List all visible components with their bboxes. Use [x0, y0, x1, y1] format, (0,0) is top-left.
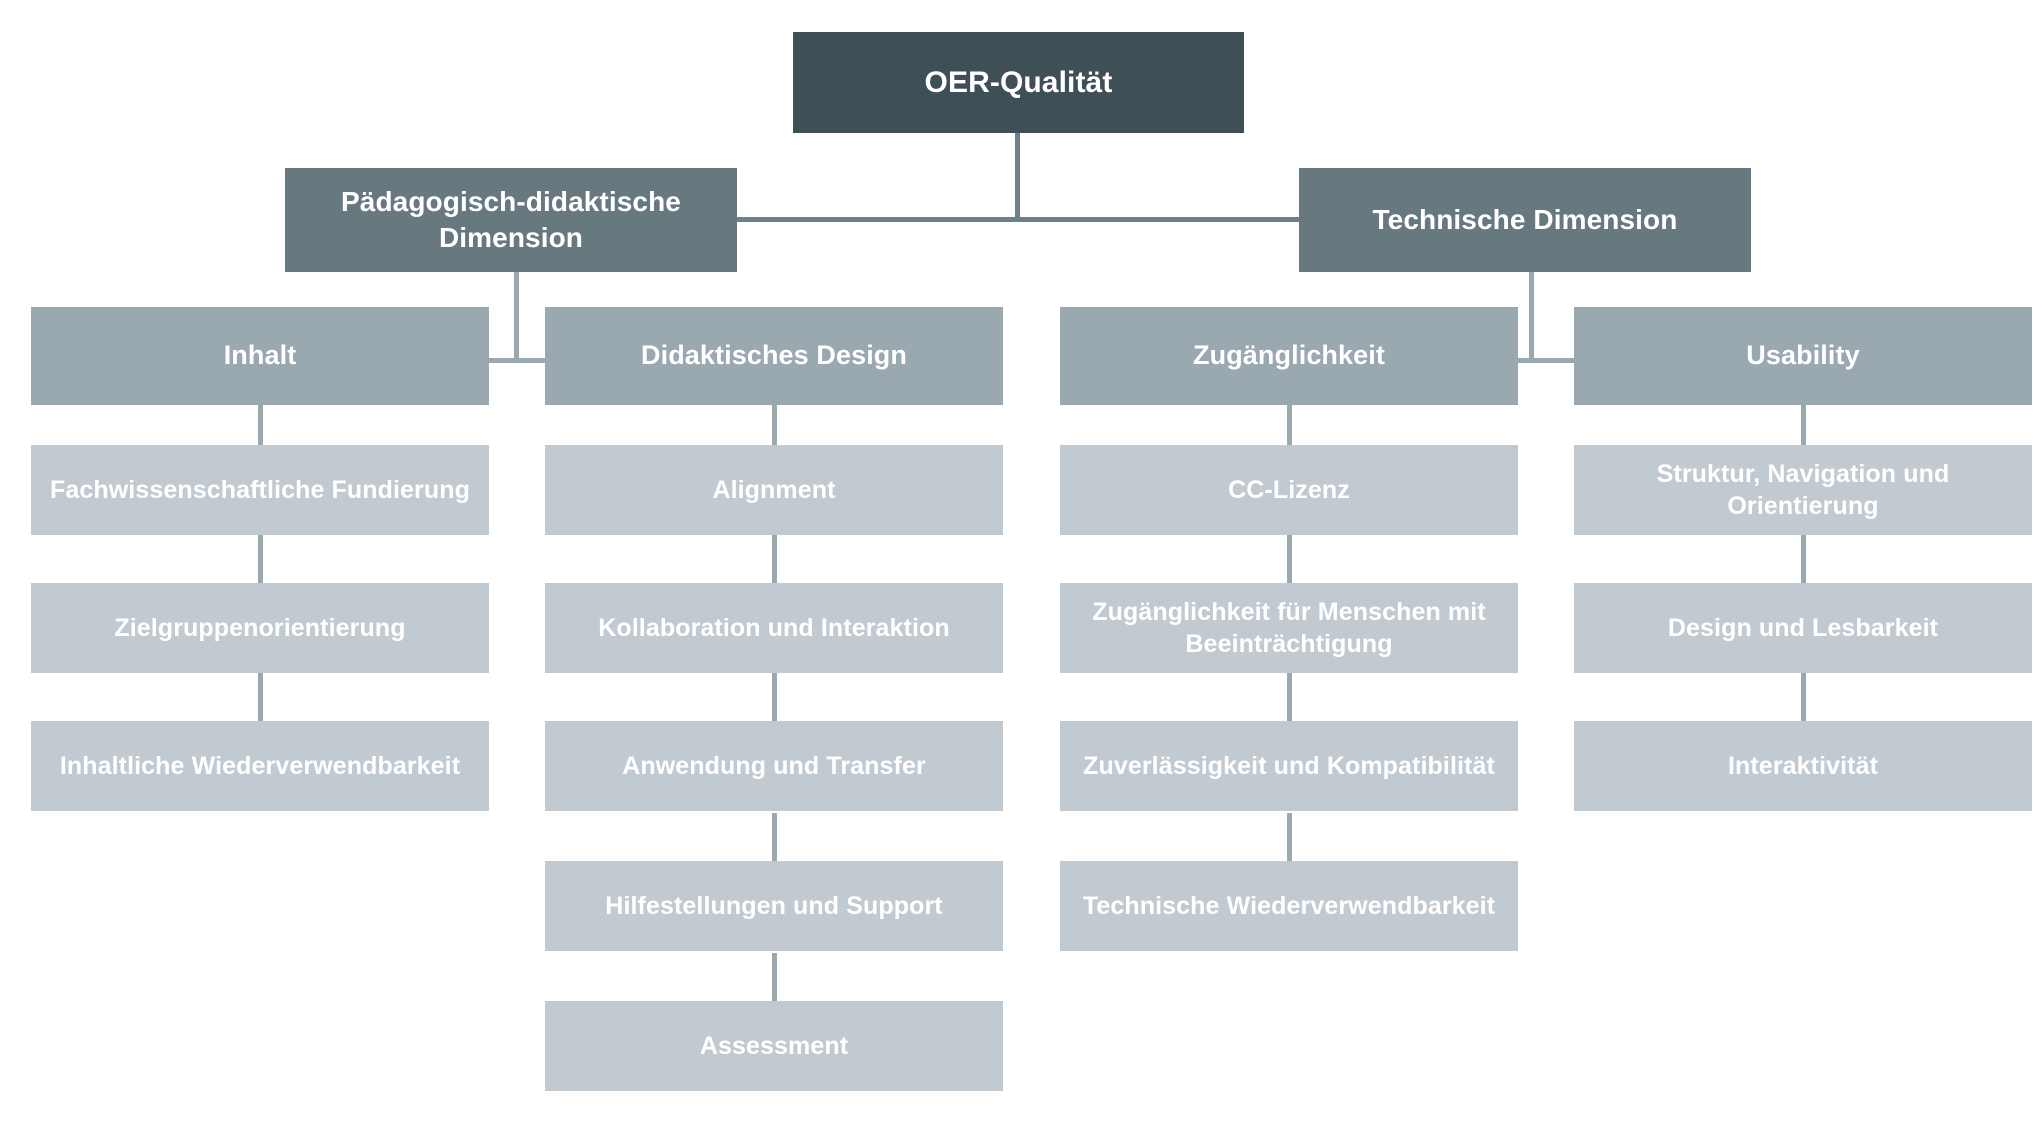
node-criterion-zielgruppenorientierung[interactable]: Zielgruppenorientierung [31, 583, 489, 673]
connector-col4-seg2 [1801, 535, 1806, 583]
node-category-zugaenglichkeit[interactable]: Zugänglichkeit [1060, 307, 1518, 405]
node-dimension-technische[interactable]: Technische Dimension [1299, 168, 1751, 272]
node-root-oer-qualitaet[interactable]: OER-Qualität [793, 32, 1244, 133]
connector-col2-seg5 [772, 953, 777, 1001]
connector-root-stem [1015, 133, 1020, 220]
connector-left-category-bus [460, 358, 580, 363]
connector-right-category-bus [1475, 358, 1595, 363]
connector-col4-seg3 [1801, 673, 1806, 721]
connector-right-dimension-stem [1529, 272, 1534, 362]
node-criterion-interaktivitaet[interactable]: Interaktivität [1574, 721, 2032, 811]
connector-col1-seg1 [258, 405, 263, 445]
node-criterion-alignment[interactable]: Alignment [545, 445, 1003, 535]
connector-col3-seg3 [1287, 673, 1292, 721]
node-dimension-paedagogisch-didaktische[interactable]: Pädagogisch-didaktische Dimension [285, 168, 737, 272]
node-criterion-inhaltliche-wiederverwendbarkeit[interactable]: Inhaltliche Wiederverwendbarkeit [31, 721, 489, 811]
node-criterion-cc-lizenz[interactable]: CC-Lizenz [1060, 445, 1518, 535]
node-category-didaktisches-design[interactable]: Didaktisches Design [545, 307, 1003, 405]
connector-col3-seg1 [1287, 405, 1292, 445]
node-criterion-design-und-lesbarkeit[interactable]: Design und Lesbarkeit [1574, 583, 2032, 673]
node-criterion-technische-wiederverwendbarkeit[interactable]: Technische Wiederverwendbarkeit [1060, 861, 1518, 951]
connector-col2-seg2 [772, 535, 777, 583]
connector-col4-seg1 [1801, 405, 1806, 445]
node-criterion-kollaboration-und-interaktion[interactable]: Kollaboration und Interaktion [545, 583, 1003, 673]
node-criterion-fachwissenschaftliche-fundierung[interactable]: Fachwissenschaftliche Fundierung [31, 445, 489, 535]
connector-col2-seg4 [772, 813, 777, 861]
connector-col3-seg4 [1287, 813, 1292, 861]
node-category-inhalt[interactable]: Inhalt [31, 307, 489, 405]
connector-col3-seg2 [1287, 535, 1292, 583]
connector-left-dimension-stem [514, 272, 519, 362]
node-criterion-struktur-navigation-und-orientierung[interactable]: Struktur, Navigation und Orientierung [1574, 445, 2032, 535]
node-criterion-assessment[interactable]: Assessment [545, 1001, 1003, 1091]
node-category-usability[interactable]: Usability [1574, 307, 2032, 405]
connector-dimension-bus [737, 217, 1299, 222]
node-criterion-zugaenglichkeit-fuer-menschen-mit-beeintraechtigung[interactable]: Zugänglichkeit für Menschen mit Beeinträ… [1060, 583, 1518, 673]
connector-col2-seg1 [772, 405, 777, 445]
node-criterion-anwendung-und-transfer[interactable]: Anwendung und Transfer [545, 721, 1003, 811]
node-criterion-zuverlaessigkeit-und-kompatibilitaet[interactable]: Zuverlässigkeit und Kompatibilität [1060, 721, 1518, 811]
node-criterion-hilfestellungen-und-support[interactable]: Hilfestellungen und Support [545, 861, 1003, 951]
connector-col1-seg2 [258, 535, 263, 583]
connector-col1-seg3 [258, 673, 263, 721]
connector-col2-seg3 [772, 673, 777, 721]
